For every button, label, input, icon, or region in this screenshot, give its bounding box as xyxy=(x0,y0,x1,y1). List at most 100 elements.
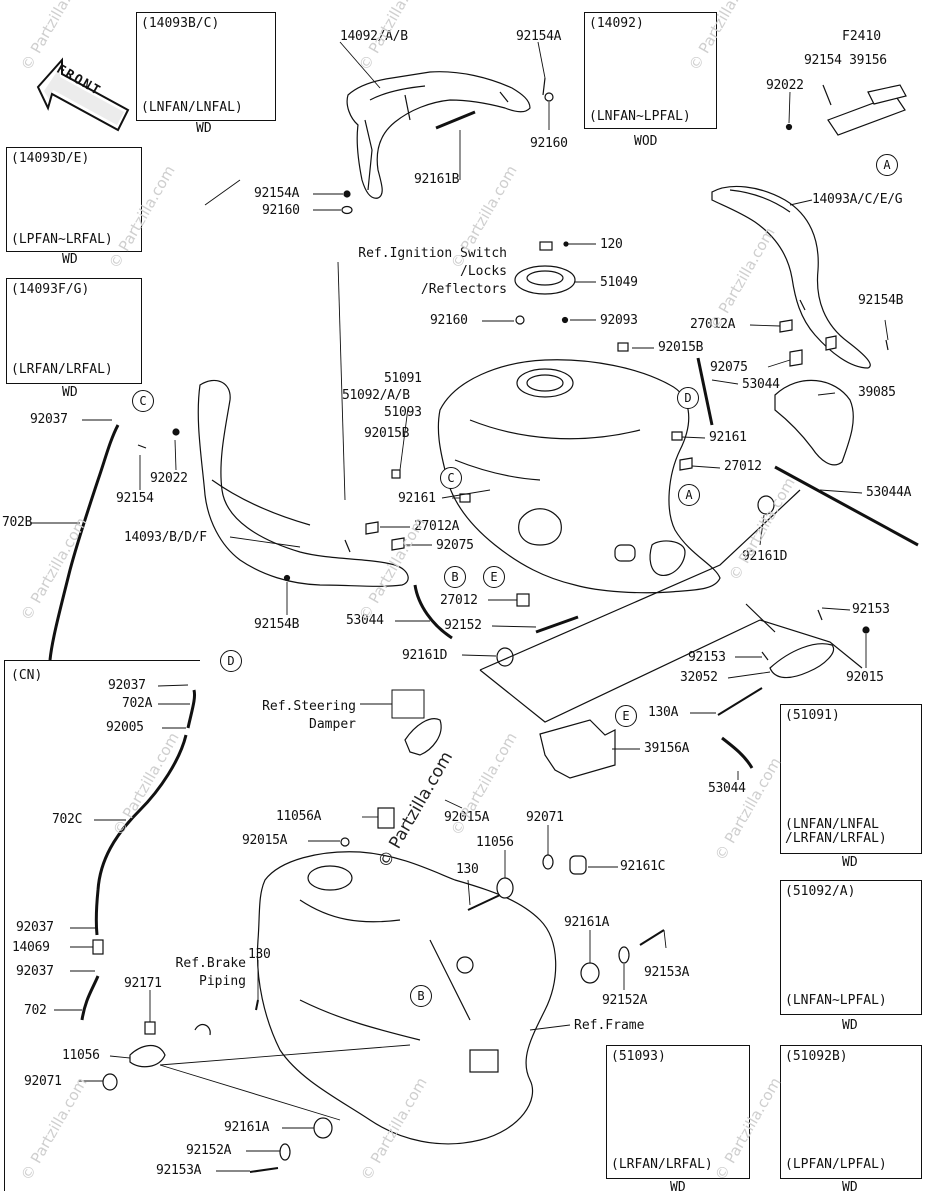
part-label: 130 xyxy=(456,862,479,877)
bolt-92153-mid xyxy=(761,651,769,661)
part-label: 92152 xyxy=(444,618,482,633)
inset-tag-51093: WD xyxy=(670,1180,686,1195)
part-label: 702 xyxy=(24,1003,47,1018)
inset-tag-14093BC: WD xyxy=(196,121,212,136)
part-label: 51093 xyxy=(384,405,422,420)
part-label: 92171 xyxy=(124,976,162,991)
grommet-92161D-right xyxy=(757,495,775,515)
mount-11056-left xyxy=(129,1045,166,1068)
strip-53044-lower xyxy=(721,736,754,769)
front-arrow-icon xyxy=(36,57,130,132)
inset-models-14092: (LNFAN~LPFAL) xyxy=(589,109,691,124)
pad-92075-left xyxy=(391,537,405,551)
inset-box-14093FG: (14093F/G) (LRFAN/LRFAL) xyxy=(6,278,142,384)
part-label: 92075 xyxy=(436,538,474,553)
part-label: 53044 xyxy=(708,781,746,796)
part-92161 xyxy=(671,431,683,441)
part-label: 92160 xyxy=(530,136,568,151)
fuel-cap-51049 xyxy=(514,265,576,295)
part-label: 92161A xyxy=(564,915,610,930)
bolt-92153A-left xyxy=(249,1167,279,1173)
part-label: 92154B xyxy=(858,293,904,308)
ref-brake-note: Ref.Brake Piping xyxy=(175,956,246,989)
callout-E-sticker: E xyxy=(615,705,637,727)
inset-part-14092: (14092) xyxy=(589,16,644,31)
inset-models-14093BC: (LNFAN/LNFAL) xyxy=(141,100,243,115)
collar-92160-mid xyxy=(515,315,525,325)
fuel-tank-part xyxy=(437,359,721,594)
inset-part-51092B: (51092B) xyxy=(785,1049,848,1064)
bolt-92152 xyxy=(535,615,579,634)
part-label: 92152A xyxy=(602,993,648,1008)
inset-tag-51091: WD xyxy=(842,855,858,870)
collar-92160-left xyxy=(341,205,353,215)
part-label: 92153 xyxy=(688,650,726,665)
cover-39085 xyxy=(774,379,854,466)
brake-clip xyxy=(194,1023,211,1036)
part-label: 702C xyxy=(52,812,83,827)
part-label: 11056 xyxy=(62,1048,100,1063)
part-label: 92075 xyxy=(710,360,748,375)
part-label: 27012 xyxy=(440,593,478,608)
part-label: 92071 xyxy=(24,1074,62,1089)
part-label: 27012 xyxy=(724,459,762,474)
part-label: 92015B xyxy=(658,340,704,355)
inset-box-51092B: (51092B) (LPFAN/LPFAL) xyxy=(780,1045,922,1179)
part-label: 130 xyxy=(248,947,271,962)
inset-models-14093DE: (LPFAN~LRFAL) xyxy=(11,232,113,247)
part-label: 92037 xyxy=(108,678,146,693)
ref-steering-note: Ref.Steering Damper xyxy=(262,699,356,732)
steering-bracket xyxy=(404,718,442,756)
part-92093 xyxy=(561,316,569,324)
part-label: 92160 xyxy=(430,313,468,328)
pad-27012 xyxy=(679,457,693,471)
part-label: 92015A xyxy=(444,810,490,825)
washer-92022-right xyxy=(785,123,793,131)
inset-tag-51092B: WD xyxy=(842,1180,858,1195)
strip-53044-left xyxy=(413,584,453,640)
part-92015B xyxy=(617,342,629,352)
part-label: 92015 xyxy=(846,670,884,685)
part-label: 92161 xyxy=(709,430,747,445)
part-label: 92161A xyxy=(224,1120,270,1135)
part-label: 92154A xyxy=(516,29,562,44)
sticker-39156 xyxy=(827,94,906,136)
part-label: 11056 xyxy=(476,835,514,850)
inset-tag-14093DE: WD xyxy=(62,252,78,267)
part-label: 53044 xyxy=(346,613,384,628)
bolt-130-left xyxy=(255,999,259,1011)
part-label: 92152A xyxy=(186,1143,232,1158)
bracket-32052 xyxy=(769,643,834,679)
part-label: 92161D xyxy=(402,648,448,663)
part-label: 92154A xyxy=(254,186,300,201)
part-label: 92015A xyxy=(242,833,288,848)
cn-gap xyxy=(200,660,232,661)
part-label: 92161 xyxy=(398,491,436,506)
part-label: 92037 xyxy=(16,920,54,935)
part-label: 92037 xyxy=(30,412,68,427)
pad-92075-right xyxy=(789,349,803,367)
inset-part-51093: (51093) xyxy=(611,1049,666,1064)
inset-models-51093: (LRFAN/LRFAL) xyxy=(611,1157,713,1172)
part-92015B-left xyxy=(391,469,401,479)
inset-models-51092A: (LNFAN~LPFAL) xyxy=(785,993,887,1008)
inset-part-14093BC: (14093B/C) xyxy=(141,16,220,31)
washer-92022-left xyxy=(172,428,180,436)
mount-11056A xyxy=(377,807,395,829)
part-label: 14069 xyxy=(12,940,50,955)
callout-C-left: C xyxy=(132,390,154,412)
callout-D-tank: D xyxy=(677,387,699,409)
left-side-cover-part xyxy=(197,379,409,587)
part-label: 14093/B/D/F xyxy=(124,530,207,545)
inset-box-14093BC: (14093B/C) (LNFAN/LNFAL) xyxy=(136,12,276,121)
part-label: 120 xyxy=(600,237,623,252)
grommet-92161A-right xyxy=(580,962,600,984)
collar-92152A-left xyxy=(279,1143,291,1161)
part-label: 14093A/C/E/G xyxy=(812,192,903,207)
callout-A-tank: A xyxy=(678,484,700,506)
collar-92071-right xyxy=(542,854,554,870)
tube-702 xyxy=(80,975,100,1021)
callout-A-top: A xyxy=(876,154,898,176)
inset-box-51093: (51093) (LRFAN/LRFAL) xyxy=(606,1045,750,1179)
pad-27012-bottom xyxy=(516,593,530,607)
